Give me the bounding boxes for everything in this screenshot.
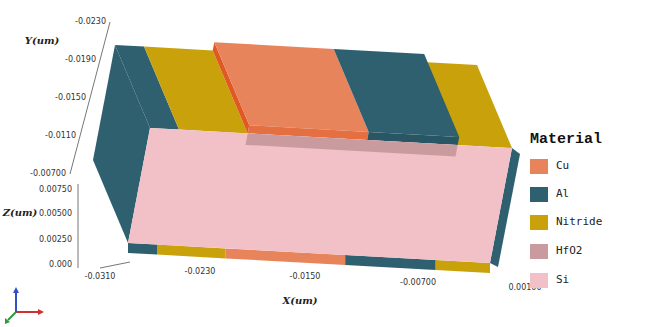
x-arrowhead bbox=[38, 309, 44, 315]
legend-label: Nitride bbox=[556, 216, 602, 228]
legend-swatch bbox=[530, 159, 548, 174]
legend-swatch bbox=[530, 187, 548, 202]
axis-title: Y(um) bbox=[25, 35, 59, 46]
tick-label: -0.00700 bbox=[400, 279, 436, 288]
legend-swatch bbox=[530, 273, 548, 288]
legend-label: Si bbox=[556, 274, 569, 286]
x-direction-arrow bbox=[16, 311, 38, 313]
legend-swatch bbox=[530, 244, 548, 259]
gate-top bbox=[334, 49, 460, 137]
tick-label: -0.0150 bbox=[290, 273, 321, 282]
tick-label: -0.0150 bbox=[55, 94, 86, 103]
z-arrowhead bbox=[13, 287, 19, 293]
tick-label: -0.0230 bbox=[185, 268, 216, 277]
device-structure bbox=[93, 42, 520, 273]
legend-label: Al bbox=[556, 188, 569, 200]
legend-label: HfO2 bbox=[556, 245, 583, 257]
z-direction-arrow bbox=[15, 292, 17, 312]
y-direction-arrow bbox=[8, 312, 16, 320]
tick-label: 0.000 bbox=[49, 261, 72, 270]
legend-swatch bbox=[530, 215, 548, 230]
y-arrowhead bbox=[5, 318, 10, 324]
tick-label: -0.00700 bbox=[30, 170, 66, 179]
axis-title: X(um) bbox=[282, 295, 317, 306]
tick-label: -0.0230 bbox=[75, 18, 106, 27]
x-tick bbox=[100, 262, 130, 268]
tick-label: 0.00500 bbox=[39, 210, 72, 219]
legend-label: Cu bbox=[556, 160, 569, 172]
z-axis-line bbox=[78, 184, 79, 268]
bottom-layer bbox=[128, 243, 157, 255]
legend-title: Material bbox=[530, 132, 602, 149]
axis-title: Z(um) bbox=[3, 207, 38, 218]
tick-label: -0.0310 bbox=[85, 273, 116, 282]
tick-label: 0.00250 bbox=[39, 236, 72, 245]
tick-label: -0.0190 bbox=[65, 56, 96, 65]
silicon-face bbox=[128, 128, 512, 263]
oxide-band bbox=[246, 133, 458, 156]
tick-label: -0.0110 bbox=[45, 132, 76, 141]
orientation-triad bbox=[5, 287, 44, 324]
tick-label: 0.00750 bbox=[39, 186, 72, 195]
